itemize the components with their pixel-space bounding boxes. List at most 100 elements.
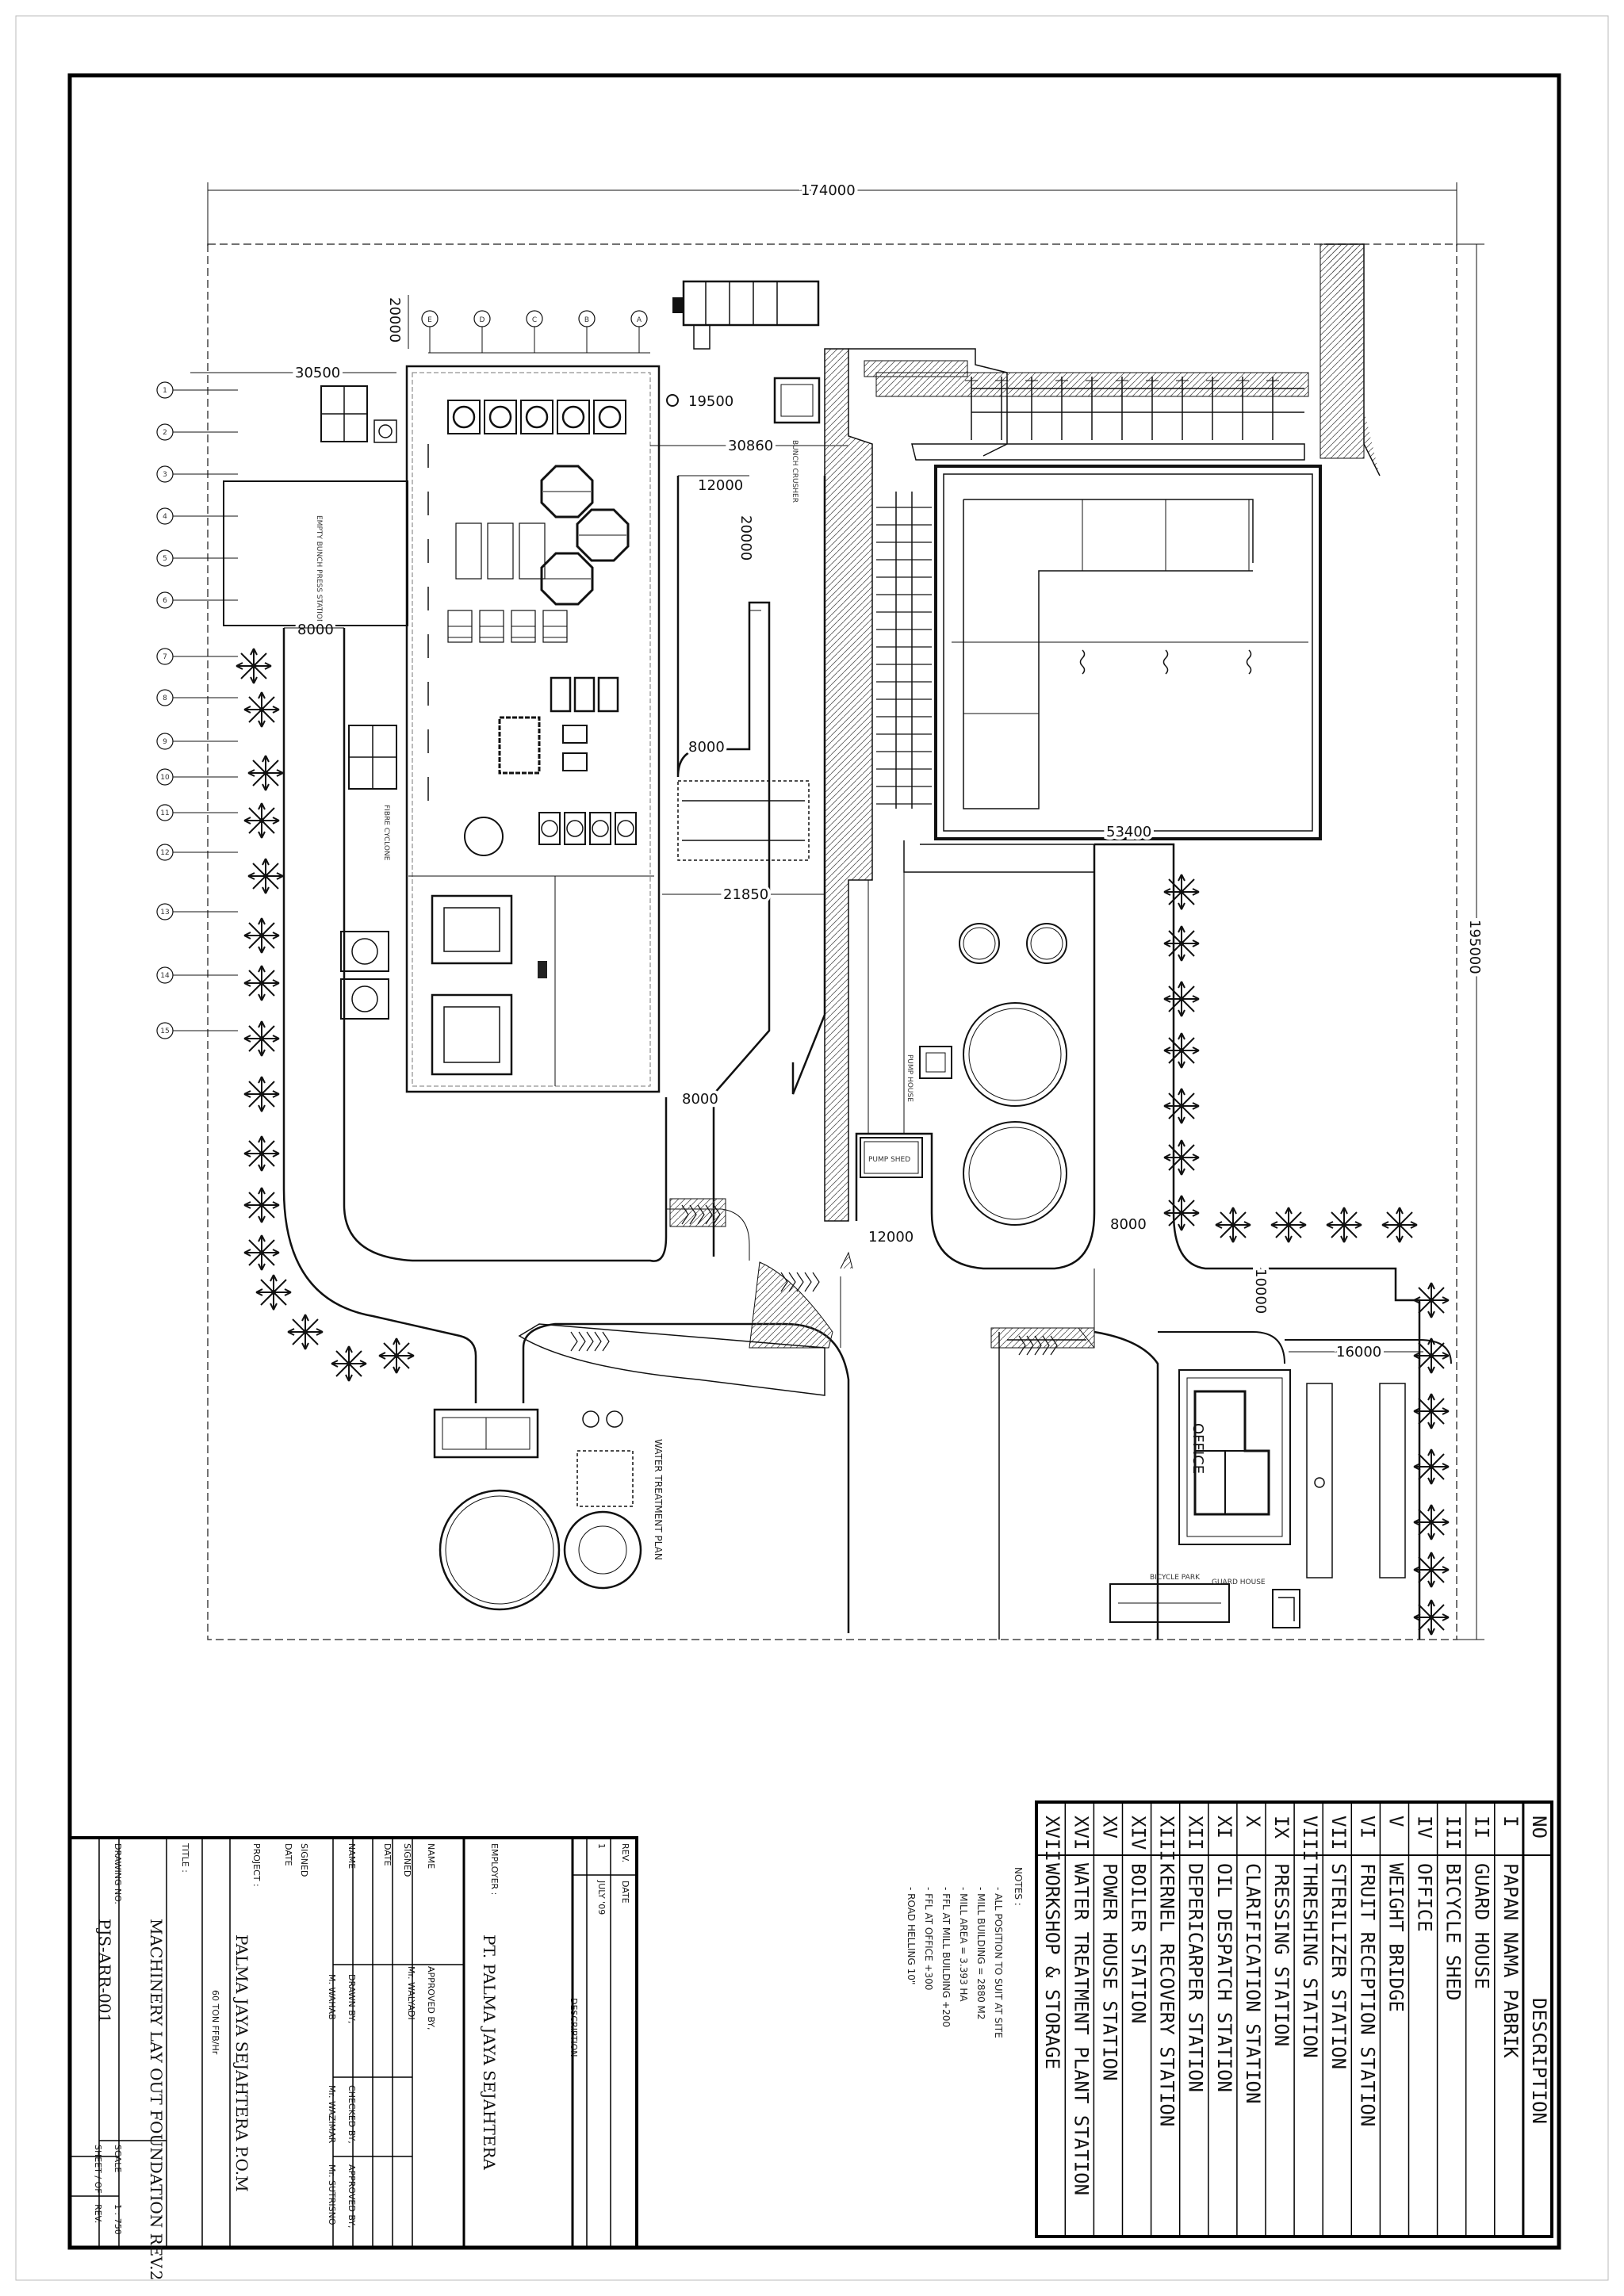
sheet-label: SHEET / OF <box>93 2145 103 2194</box>
palm-tree-icon <box>331 1345 367 1382</box>
legend-item-desc: PAPAN NAMA PABRIK <box>1500 1863 1522 2058</box>
ring-road-left <box>282 628 668 1403</box>
grid-label: 14 <box>160 972 170 980</box>
grid-bubble-b: B <box>578 310 596 353</box>
rev-label: REV. <box>620 1843 630 1862</box>
palm-tree-icon <box>1163 1088 1200 1124</box>
legend-item-no: XVI <box>1070 1816 1092 1850</box>
grid-bubble-6: 6 <box>156 591 238 609</box>
drawn-by-label: DRAWN BY, <box>347 1974 357 2023</box>
drawing-frame <box>67 73 1561 2250</box>
project-label: PROJECT : <box>251 1843 262 1887</box>
palm-tree-icon <box>1413 1393 1450 1429</box>
middle-road <box>676 476 826 1257</box>
palm-tree-icon <box>247 755 284 791</box>
grid-bubble-9: 9 <box>156 733 238 750</box>
legend-item-no: XIV <box>1128 1816 1150 1850</box>
grid-columns: A B C D E <box>421 310 648 353</box>
grid-label: 11 <box>160 809 169 817</box>
palm-tree-icon <box>1215 1207 1251 1243</box>
grid-label: C <box>532 316 537 324</box>
grid-bubble-15: 15 <box>156 1022 238 1039</box>
yard-detail <box>952 499 1308 809</box>
grid-bubble-1: 1 <box>156 381 238 399</box>
dim-195000: 195000 <box>1466 920 1483 974</box>
grid-label: 13 <box>160 909 169 916</box>
name-label: NAME <box>426 1843 436 1869</box>
date2-label: DATE <box>382 1843 393 1866</box>
legend-item-desc: POWER HOUSE STATION <box>1098 1863 1120 2081</box>
rev-no: 1 <box>596 1843 607 1849</box>
palm-tree-icon <box>1163 1139 1200 1176</box>
mill-machinery <box>408 400 654 1086</box>
dim-8000-left: 8000 <box>297 622 334 638</box>
legend-item-desc: WORKSHOP & STORAGE <box>1041 1863 1063 2069</box>
legend-item-no: III <box>1442 1816 1465 1850</box>
drawn-by-name: M. WAHAB <box>327 1974 337 2020</box>
grid-label: 12 <box>160 849 169 857</box>
note-line: - ALL POSITION TO SUIT AT SITE <box>993 1887 1004 2038</box>
notes-title: NOTES : <box>1013 1867 1024 1906</box>
signed-label: SIGNED <box>402 1843 412 1877</box>
grid-label: A <box>637 316 642 324</box>
palm-tree-icon <box>243 802 280 839</box>
grid-bubble-11: 11 <box>156 804 238 821</box>
approved-by-name: Mr. WALYADI <box>406 1966 416 2020</box>
dim-12000-a: 12000 <box>698 477 743 494</box>
road-chevrons <box>570 1204 1058 1356</box>
legend-item-no: XI <box>1213 1816 1235 1839</box>
legend-item-no: IV <box>1414 1816 1436 1839</box>
legend-item-no: X <box>1242 1816 1264 1827</box>
note-line: - ROAD HELLING 10" <box>906 1887 917 1984</box>
legend-item-desc: BICYCLE SHED <box>1442 1863 1465 2000</box>
legend-item-desc: OFFICE <box>1414 1863 1436 1932</box>
grid-bubble-c: C <box>526 310 543 353</box>
project-capacity: 60 TON FFB/Hr <box>210 1990 220 2055</box>
loading-ramp <box>824 348 873 1222</box>
palm-tree-icon <box>243 965 280 1001</box>
palm-tree-icon <box>287 1314 324 1350</box>
dim-53400: 53400 <box>1106 824 1151 840</box>
legend-header-no: NO <box>1528 1816 1550 1839</box>
dim-16000: 16000 <box>1336 1344 1381 1360</box>
dim-19500: 19500 <box>688 393 733 410</box>
water-treatment-label: WATER TREATMENT PLAN <box>653 1439 664 1560</box>
legend-item-desc: WATER TREATMENT PLANT STATION <box>1070 1863 1092 2195</box>
legend-item-desc: DEPERICARPER STATION <box>1185 1863 1207 2092</box>
palm-tree-icon <box>247 858 284 894</box>
grid-bubble-2: 2 <box>156 423 238 441</box>
legend-item-desc: STERILIZER STATION <box>1327 1863 1350 2069</box>
legend-item-no: I <box>1500 1816 1522 1827</box>
legend-item-desc: OIL DESPATCH STATION <box>1213 1863 1235 2092</box>
legend-item-desc: CLARIFICATION STATION <box>1242 1863 1264 2103</box>
employer-name: PT. PALMA JAYA SEJAHTERA <box>480 1934 499 2171</box>
approved-by-label: APPROVED BY, <box>426 1966 436 2030</box>
dim-8000-b: 8000 <box>688 739 725 756</box>
palm-tree-icon <box>243 1234 280 1271</box>
legend-item-desc: THRESHING STATION <box>1299 1863 1321 2058</box>
grid-bubble-d: D <box>473 310 491 353</box>
dim-20000-top: 20000 <box>386 297 403 342</box>
grid-label: D <box>480 316 485 324</box>
legend-item-desc: GUARD HOUSE <box>1471 1863 1493 1989</box>
grid-bubble-7: 7 <box>156 648 238 665</box>
legend-item-desc: WEIGHT BRIDGE <box>1385 1863 1407 2012</box>
checked-by-label: CHECKED BY, <box>347 2085 357 2144</box>
grid-bubble-e: E <box>421 310 439 353</box>
legend-item-no: VI <box>1356 1816 1378 1839</box>
dim-30500: 30500 <box>295 365 340 381</box>
dim-12000-b: 12000 <box>868 1229 914 1246</box>
signed-label-2: SIGNED <box>299 1843 309 1877</box>
name-label-2: NAME <box>347 1843 357 1869</box>
drawing-title: MACHINERY LAY OUT FOUNDATION REV.2 <box>147 1919 166 2280</box>
legend-item-no: VIII <box>1299 1816 1321 1862</box>
grid-label: 4 <box>163 513 167 521</box>
grid-bubble-8: 8 <box>156 689 238 706</box>
grid-bubble-3: 3 <box>156 465 238 483</box>
page-border <box>15 15 1609 2281</box>
palm-tree-icon <box>1163 1032 1200 1069</box>
grid-label: 7 <box>163 653 167 661</box>
grid-bubble-10: 10 <box>156 768 238 786</box>
